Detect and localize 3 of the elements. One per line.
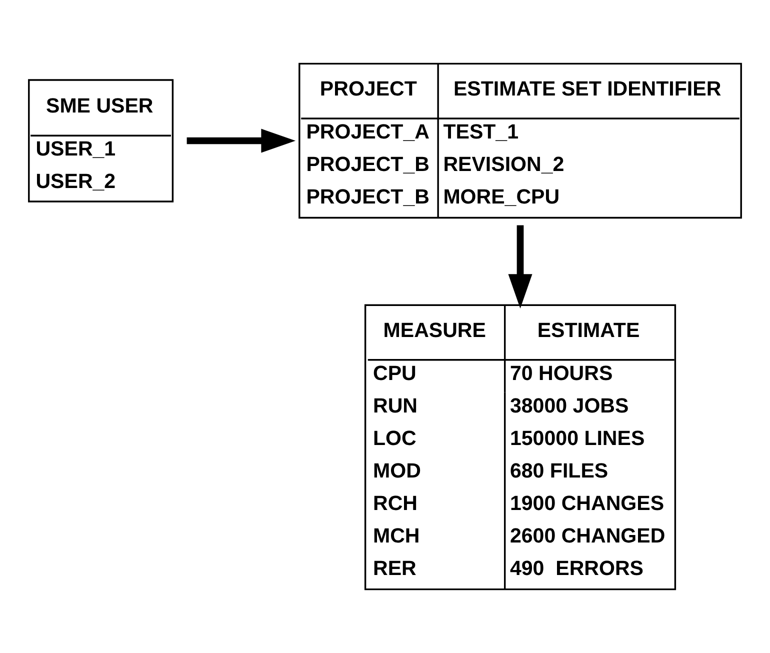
node-box: SME USER USER_1 USER_2 <box>28 79 174 202</box>
arrow <box>186 128 296 153</box>
arrow <box>508 225 532 308</box>
